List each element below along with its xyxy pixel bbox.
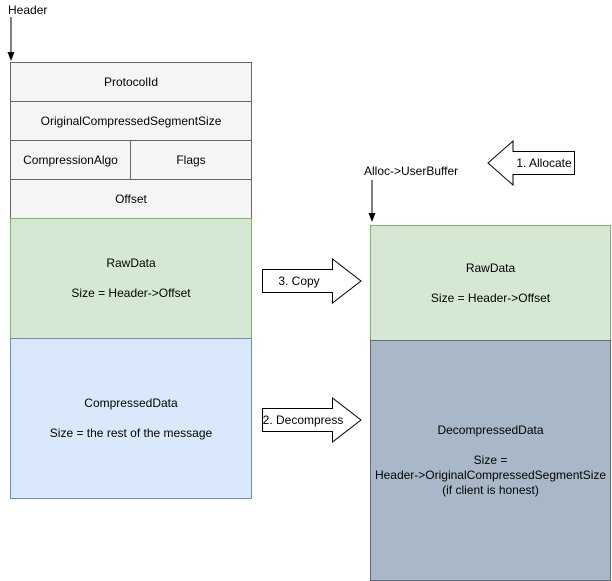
buffer-rawdata-box: RawData Size = Header->Offset	[370, 225, 611, 341]
field-flags-box: Flags	[130, 140, 252, 180]
field-flags-label: Flags	[176, 153, 206, 167]
copy-arrow-icon	[262, 258, 362, 304]
copy-arrow: 3. Copy	[262, 258, 362, 304]
decompress-arrow-label: 2. Decompress	[262, 413, 344, 427]
buffer-decompresseddata-size: Size = Header->OriginalCompressedSegment…	[374, 453, 607, 497]
buffer-decompresseddata-title: DecompressedData	[437, 423, 544, 437]
buffer-rawdata-title: RawData	[465, 260, 516, 275]
header-pointer-arrow-icon	[7, 17, 15, 61]
message-compresseddata-box: CompressedData Size = the rest of the me…	[10, 338, 252, 499]
allocate-arrow: 1. Allocate	[487, 140, 575, 186]
buffer-decompresseddata-box: DecompressedData Size = Header->Original…	[370, 340, 611, 581]
decompress-arrow: 2. Decompress	[262, 397, 362, 443]
field-compressionalgo-box: CompressionAlgo	[10, 140, 131, 180]
alloc-pointer-arrow-icon	[368, 180, 376, 222]
field-protocolid-label: ProtocolId	[103, 75, 159, 89]
field-protocolid-box: ProtocolId	[10, 62, 252, 102]
field-offset-label: Offset	[115, 192, 147, 206]
message-compresseddata-size: Size = the rest of the message	[49, 426, 213, 440]
field-originalcompressedsegmentsize-box: OriginalCompressedSegmentSize	[10, 101, 252, 141]
field-originalcompressedsegmentsize-label: OriginalCompressedSegmentSize	[40, 114, 222, 128]
header-label: Header	[8, 3, 48, 17]
message-rawdata-size: Size = Header->Offset	[71, 286, 191, 300]
allocate-arrow-label: 1. Allocate	[516, 156, 572, 170]
field-compressionalgo-label: CompressionAlgo	[23, 153, 118, 167]
message-compresseddata-title: CompressedData	[84, 396, 178, 410]
field-offset-box: Offset	[10, 179, 252, 219]
message-rawdata-title: RawData	[106, 256, 156, 270]
alloc-userbuffer-label: Alloc->UserBuffer	[364, 164, 459, 178]
buffer-rawdata-size: Size = Header->Offset	[430, 290, 551, 305]
message-rawdata-box: RawData Size = Header->Offset	[10, 218, 252, 339]
decompress-arrow-icon	[262, 397, 362, 443]
allocate-arrow-icon	[487, 140, 575, 186]
copy-arrow-label: 3. Copy	[278, 274, 320, 288]
